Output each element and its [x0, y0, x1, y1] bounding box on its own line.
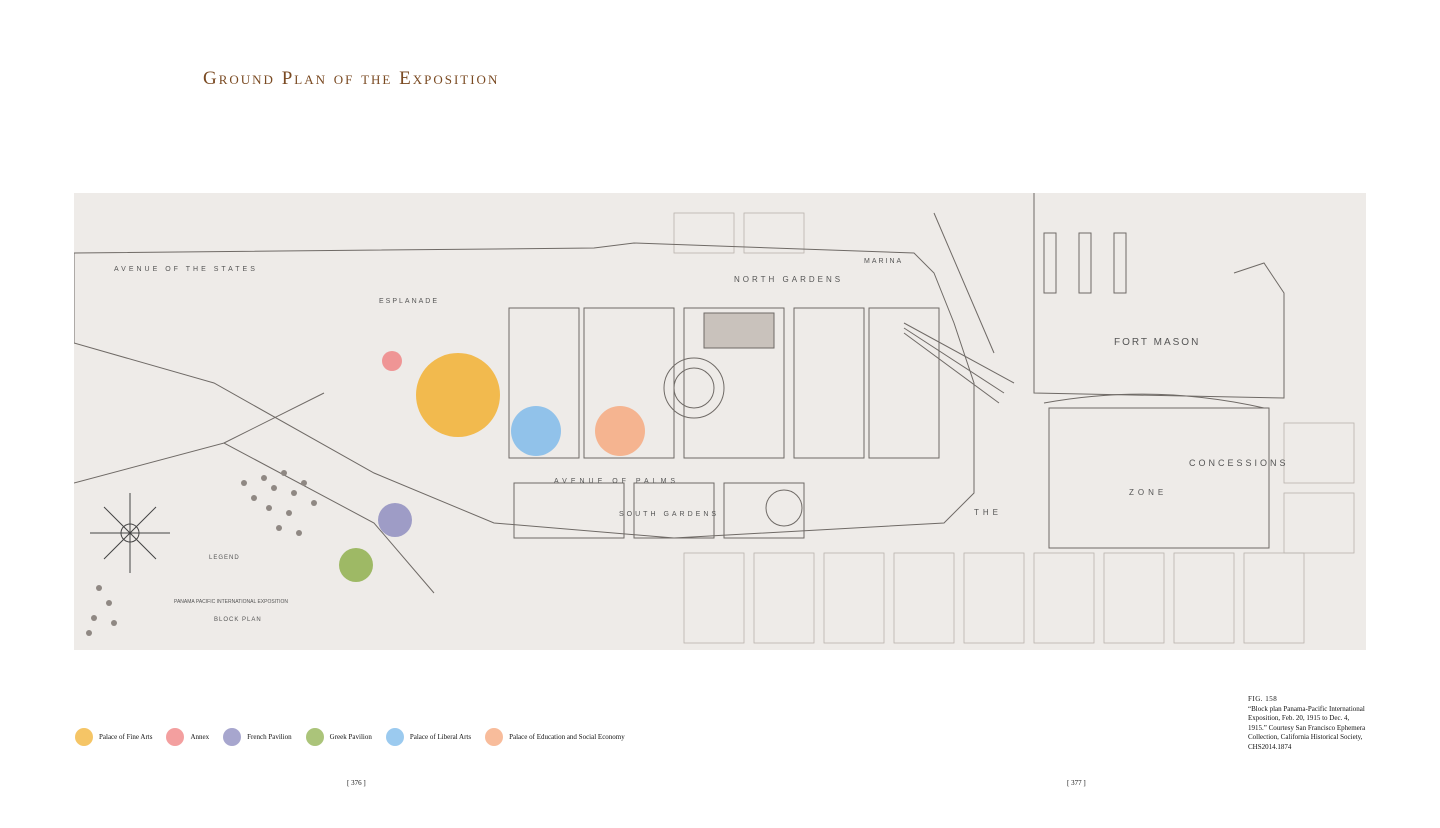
- figure-number: FIG. 158: [1248, 695, 1278, 703]
- legend-item: Annex: [166, 728, 209, 746]
- figure-caption-text: “Block plan Panama-Pacific International…: [1248, 704, 1366, 751]
- legend-item: Greek Pavilion: [305, 728, 372, 746]
- legend-swatch: [485, 728, 504, 746]
- legend-swatch: [75, 728, 93, 746]
- legend-item: Palace of Education and Social Economy: [485, 728, 625, 746]
- map-drawing: NORTH GARDENS FORT MASON ESPLANADE AVENU…: [74, 193, 1355, 644]
- legend-label: French Pavilion: [247, 733, 292, 741]
- legend-swatch: [223, 728, 242, 746]
- marker-french-pavilion: [378, 503, 412, 537]
- exposition-ground-plan-map: NORTH GARDENS FORT MASON ESPLANADE AVENU…: [74, 193, 1366, 650]
- label-esplanade: ESPLANADE: [379, 298, 439, 305]
- legend-label: Annex: [190, 733, 210, 741]
- legend-item: Palace of Liberal Arts: [385, 728, 472, 746]
- legend-swatch: [305, 728, 324, 746]
- label-south-gardens: SOUTH GARDENS: [619, 511, 719, 518]
- page-number-left: [ 376 ]: [347, 779, 366, 787]
- legend-label: Palace of Fine Arts: [99, 733, 153, 741]
- label-fort-mason: FORT MASON: [1114, 337, 1200, 348]
- legend-item: French Pavilion: [223, 728, 292, 746]
- street-grid: [673, 212, 1355, 644]
- label-avenue-of-the-states: AVENUE OF THE STATES: [114, 266, 258, 273]
- map-labels: NORTH GARDENS FORT MASON ESPLANADE AVENU…: [114, 258, 1289, 623]
- legend-swatch: [166, 728, 185, 746]
- map-legend: Palace of Fine Arts Annex French Pavilio…: [75, 727, 639, 747]
- label-legend: LEGEND: [209, 555, 240, 561]
- label-zone: ZONE: [1129, 488, 1167, 497]
- label-block-plan: BLOCK PLAN: [214, 617, 262, 623]
- label-concessions: CONCESSIONS: [1189, 458, 1289, 468]
- figure-caption: FIG. 158 “Block plan Panama-Pacific Inte…: [1248, 695, 1368, 752]
- legend-swatch: [385, 728, 404, 746]
- compass-rose-icon: [90, 493, 170, 573]
- marker-palace-of-fine-arts: [416, 353, 500, 437]
- marker-annex: [382, 351, 402, 371]
- legend-label: Palace of Liberal Arts: [409, 733, 472, 741]
- legend-label: Palace of Education and Social Economy: [509, 733, 625, 741]
- exposition-grounds: [74, 193, 1285, 594]
- page-title: Ground Plan of the Exposition: [203, 68, 500, 89]
- legend-label: Greek Pavilion: [329, 733, 372, 741]
- label-block-title: PANAMA PACIFIC INTERNATIONAL EXPOSITION: [174, 599, 288, 605]
- marker-palace-of-liberal-arts: [511, 406, 561, 456]
- label-avenue-of-palms: AVENUE OF PALMS: [554, 478, 679, 485]
- legend-item: Palace of Fine Arts: [75, 728, 152, 746]
- label-marina: MARINA: [864, 258, 903, 265]
- highlight-markers: [339, 351, 645, 582]
- marker-palace-of-education: [595, 406, 645, 456]
- marker-greek-pavilion: [339, 548, 373, 582]
- presidio-woods: [86, 470, 317, 636]
- page-number-right: [ 377 ]: [1067, 779, 1086, 787]
- label-north-gardens: NORTH GARDENS: [734, 275, 843, 284]
- label-the: THE: [974, 508, 1002, 517]
